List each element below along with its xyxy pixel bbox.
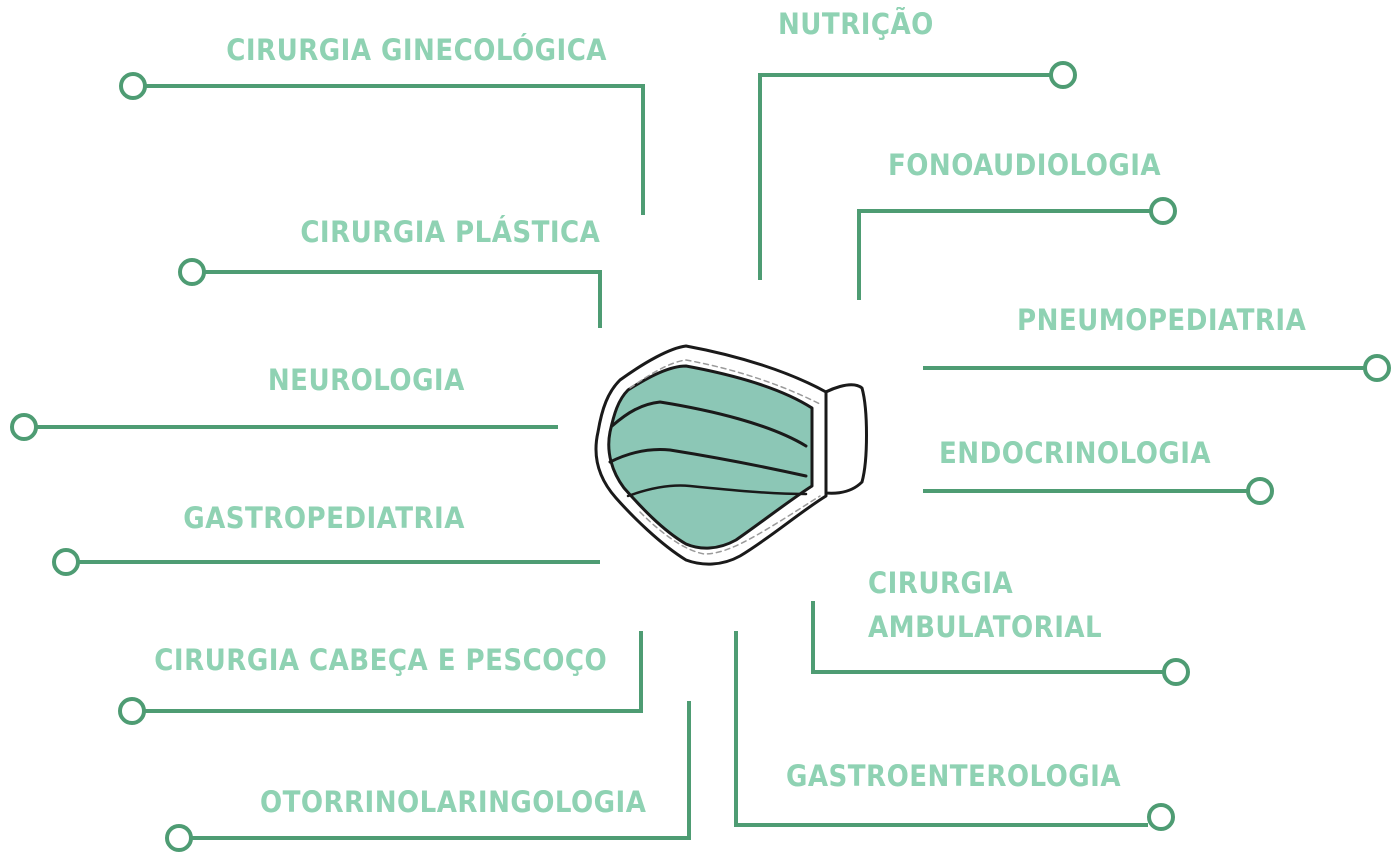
connector-lines: [10, 61, 1391, 852]
label-nutricao: NUTRIÇÃO: [778, 7, 934, 41]
mask-stitch-top: [629, 359, 821, 405]
mask-pleat-1: [610, 400, 808, 448]
label-gastroenterologia: GASTROENTEROLOGIA: [786, 759, 1121, 793]
label-cirurgia-ambulatorial-line1: CIRURGIA: [868, 566, 1014, 600]
node-pneumopediatria: [1363, 354, 1391, 382]
node-gastroenterologia: [1147, 803, 1175, 831]
node-otorrinolaringologia: [165, 824, 193, 852]
connector-gastroenterologia: [734, 631, 1148, 827]
node-neurologia: [10, 413, 38, 441]
mask-pleat-3: [626, 484, 808, 498]
node-cirurgia-ambulatorial: [1162, 658, 1190, 686]
label-fonoaudiologia: FONOAUDIOLOGIA: [888, 148, 1162, 182]
node-fonoaudiologia: [1149, 197, 1177, 225]
label-cirurgia-plastica: CIRURGIA PLÁSTICA: [300, 215, 600, 249]
connector-nutricao: [758, 73, 1050, 280]
connector-fonoaudiologia: [857, 209, 1150, 300]
label-endocrinologia: ENDOCRINOLOGIA: [939, 436, 1212, 470]
label-pneumopediatria: PNEUMOPEDIATRIA: [1017, 303, 1307, 337]
label-neurologia: NEUROLOGIA: [268, 363, 465, 397]
connector-cirurgia-ginecologica: [146, 84, 645, 215]
connector-otorrinolaringologia: [192, 701, 691, 840]
mask-stitch-bottom: [639, 495, 821, 555]
node-cirurgia-plastica: [178, 258, 206, 286]
connector-cirurgia-ambulatorial: [811, 601, 1163, 674]
label-cirurgia-ambulatorial-line2: AMBULATORIAL: [868, 610, 1103, 644]
node-nutricao: [1049, 61, 1077, 89]
label-cirurgia-cabeca-pescoco: CIRURGIA CABEÇA E PESCOÇO: [154, 643, 607, 677]
node-endocrinologia: [1246, 477, 1274, 505]
connector-cirurgia-plastica: [205, 270, 602, 328]
label-gastropediatria: GASTROPEDIATRIA: [183, 501, 465, 535]
node-cirurgia-ginecologica: [119, 72, 147, 100]
node-cirurgia-cabeca-pescoco: [118, 697, 146, 725]
label-otorrinolaringologia: OTORRINOLARINGOLOGIA: [259, 785, 646, 819]
connector-cirurgia-cabeca-pescoco: [145, 631, 643, 713]
node-gastropediatria: [52, 548, 80, 576]
label-cirurgia-ginecologica: CIRURGIA GINECOLÓGICA: [226, 33, 607, 67]
mask-pleat-2: [608, 448, 808, 478]
surgical-mask-icon: [594, 344, 868, 566]
